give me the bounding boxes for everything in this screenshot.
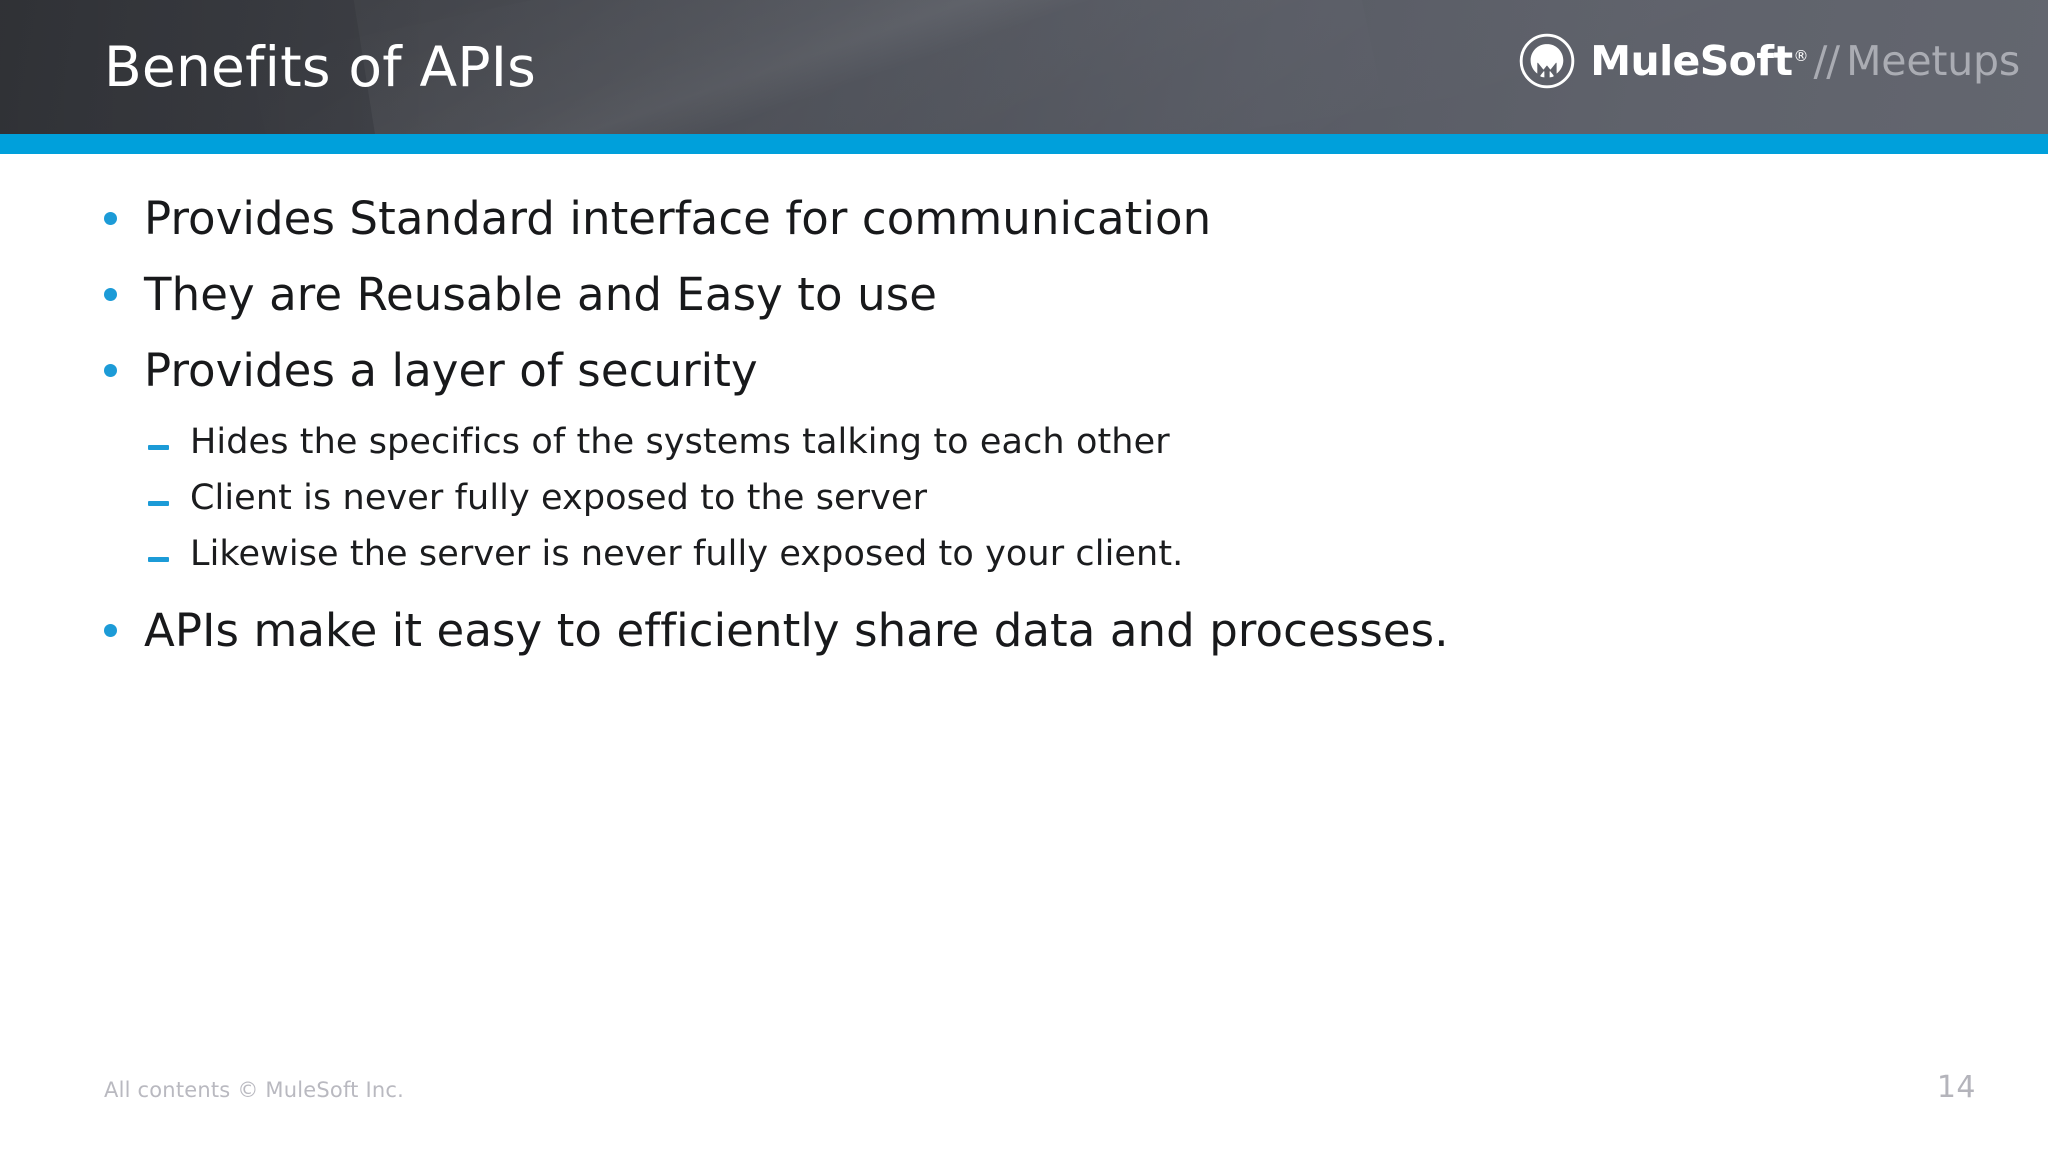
bullet-dash-icon <box>148 530 190 562</box>
bullet-dot-icon <box>104 266 144 301</box>
footer-copyright: All contents © MuleSoft Inc. <box>104 1078 405 1102</box>
logo-separator: // <box>1813 37 1840 85</box>
page-number: 14 <box>1936 1070 1976 1105</box>
bullet-dash-icon <box>148 474 190 506</box>
bullet-item: Provides a layer of security <box>0 342 2048 400</box>
bullet-dash-icon <box>148 418 190 450</box>
sub-bullet-item: Hides the specifics of the systems talki… <box>0 418 2048 466</box>
slide-header: Benefits of APIs MuleSoft ® // Meetups <box>0 0 2048 134</box>
page-title: Benefits of APIs <box>104 35 536 99</box>
mulesoft-logo-mark <box>1520 33 1575 89</box>
accent-bar <box>0 134 2048 154</box>
bullet-dot-icon <box>104 602 144 637</box>
bullet-item: They are Reusable and Easy to use <box>0 266 2048 324</box>
logo-brand-text: MuleSoft <box>1590 37 1793 85</box>
sub-bullet-item: Likewise the server is never fully expos… <box>0 530 2048 578</box>
sub-bullet-text: Client is never fully exposed to the ser… <box>190 478 928 518</box>
logo-product-text: Meetups <box>1846 37 2020 85</box>
bullet-dot-icon <box>104 190 144 225</box>
bullet-text: They are Reusable and Easy to use <box>144 268 938 321</box>
bullet-text: APIs make it easy to efficiently share d… <box>144 604 1449 657</box>
logo-wordmark: MuleSoft ® // Meetups <box>1590 32 2020 90</box>
bullet-text: Provides Standard interface for communic… <box>144 192 1212 245</box>
bullet-item: Provides Standard interface for communic… <box>0 190 2048 248</box>
bullet-text: Provides a layer of security <box>144 344 758 397</box>
slide-body: Provides Standard interface for communic… <box>0 190 2048 678</box>
mulesoft-meetups-logo: MuleSoft ® // Meetups <box>1518 30 2020 92</box>
sub-bullet-text: Likewise the server is never fully expos… <box>190 534 1184 574</box>
logo-registered-icon: ® <box>1793 47 1809 65</box>
bullet-dot-icon <box>104 342 144 377</box>
sub-bullet-item: Client is never fully exposed to the ser… <box>0 474 2048 522</box>
bullet-item: APIs make it easy to efficiently share d… <box>0 602 2048 660</box>
sub-bullet-text: Hides the specifics of the systems talki… <box>190 422 1170 462</box>
